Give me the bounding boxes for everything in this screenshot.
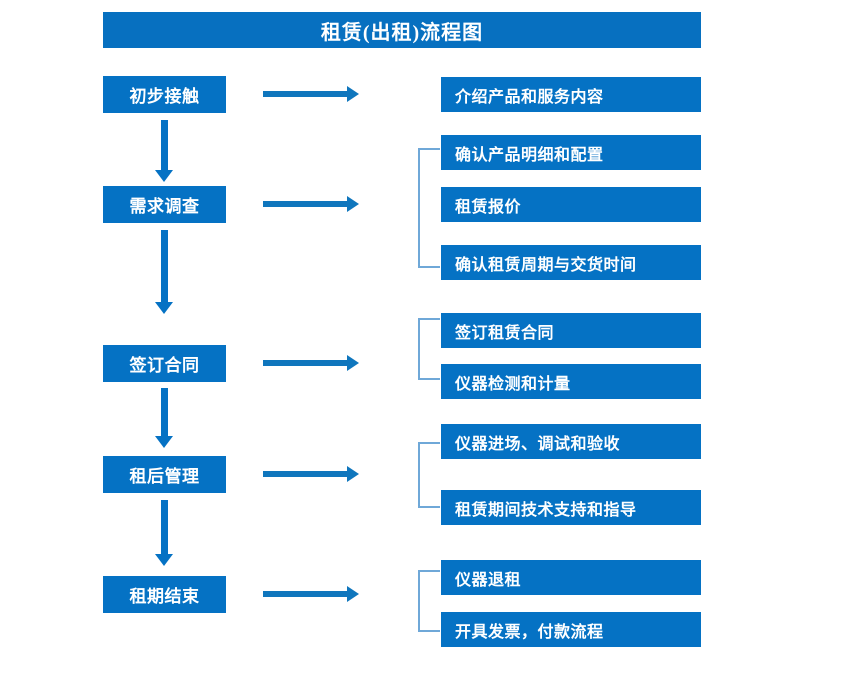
- detail-box-1[interactable]: 介绍产品和服务内容: [441, 77, 701, 112]
- vertical-arrow-shaft-4: [161, 500, 168, 554]
- detail-box-2[interactable]: 确认产品明细和配置: [441, 135, 701, 170]
- stage-box-4[interactable]: 租后管理: [103, 456, 226, 493]
- horizontal-arrow-shaft-2: [263, 201, 347, 207]
- horizontal-arrow-shaft-4: [263, 471, 347, 477]
- page-title: 租赁(出租)流程图: [103, 12, 701, 48]
- horizontal-arrow-head-3: [347, 355, 359, 371]
- vertical-arrow-shaft-3: [161, 388, 168, 436]
- detail-box-10[interactable]: 开具发票，付款流程: [441, 612, 701, 647]
- horizontal-arrow-shaft-1: [263, 91, 347, 97]
- detail-box-8[interactable]: 租赁期间技术支持和指导: [441, 490, 701, 525]
- group-bracket-2: [418, 148, 440, 268]
- detail-box-3[interactable]: 租赁报价: [441, 187, 701, 222]
- horizontal-arrow-shaft-3: [263, 360, 347, 366]
- group-bracket-5: [418, 570, 440, 632]
- vertical-arrow-head-2: [155, 302, 173, 314]
- horizontal-arrow-head-5: [347, 586, 359, 602]
- detail-box-4[interactable]: 确认租赁周期与交货时间: [441, 245, 701, 280]
- vertical-arrow-shaft-1: [161, 120, 168, 170]
- vertical-arrow-head-4: [155, 554, 173, 566]
- detail-box-9[interactable]: 仪器退租: [441, 560, 701, 595]
- detail-box-6[interactable]: 仪器检测和计量: [441, 364, 701, 399]
- horizontal-arrow-head-1: [347, 86, 359, 102]
- detail-box-5[interactable]: 签订租赁合同: [441, 313, 701, 348]
- detail-box-7[interactable]: 仪器进场、调试和验收: [441, 424, 701, 459]
- horizontal-arrow-head-2: [347, 196, 359, 212]
- stage-box-5[interactable]: 租期结束: [103, 576, 226, 613]
- stage-box-1[interactable]: 初步接触: [103, 76, 226, 113]
- group-bracket-3: [418, 318, 440, 380]
- stage-box-3[interactable]: 签订合同: [103, 345, 226, 382]
- vertical-arrow-head-1: [155, 170, 173, 182]
- group-bracket-4: [418, 442, 440, 508]
- horizontal-arrow-shaft-5: [263, 591, 347, 597]
- vertical-arrow-shaft-2: [161, 230, 168, 302]
- vertical-arrow-head-3: [155, 436, 173, 448]
- stage-box-2[interactable]: 需求调查: [103, 186, 226, 223]
- horizontal-arrow-head-4: [347, 466, 359, 482]
